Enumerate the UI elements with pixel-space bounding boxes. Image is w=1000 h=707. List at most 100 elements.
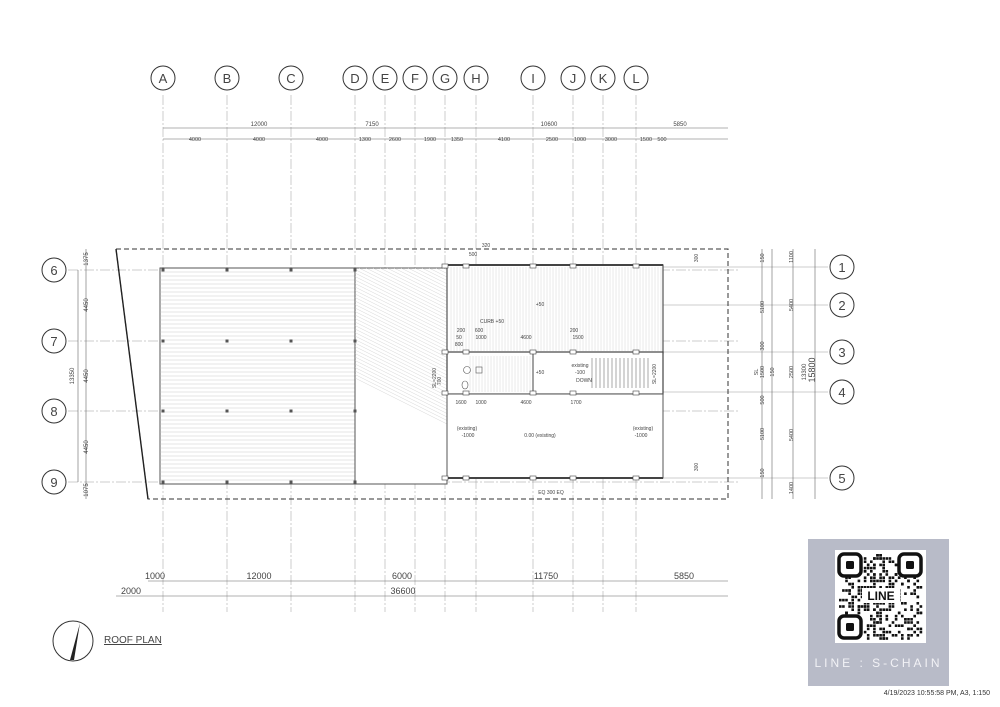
plan-note: 300 xyxy=(694,254,700,263)
dimension-text: SL xyxy=(754,369,760,376)
existing-slab xyxy=(446,393,664,479)
grid-label: J xyxy=(570,71,577,86)
hatch-line xyxy=(354,363,448,411)
qr-module xyxy=(873,563,876,567)
column-marker xyxy=(441,475,449,481)
hatch-line xyxy=(354,342,448,390)
qr-module xyxy=(857,592,861,595)
qr-module xyxy=(916,586,920,589)
qr-finder xyxy=(897,552,923,578)
qr-module xyxy=(882,557,885,560)
hatch-line xyxy=(407,267,448,288)
dimension-text: 4450 xyxy=(84,369,90,383)
basin-fixture xyxy=(475,366,483,374)
hatch-line xyxy=(354,276,448,323)
grid-bubble-8 xyxy=(41,398,67,424)
qr-code-image: LINE xyxy=(837,552,923,640)
grid-label: K xyxy=(599,71,608,86)
qr-module xyxy=(873,573,876,576)
grid-bubble-2 xyxy=(829,292,855,318)
qr-module xyxy=(882,637,885,640)
qr-module xyxy=(919,627,923,631)
column-marker xyxy=(441,263,449,269)
qr-module xyxy=(870,586,873,589)
qr-module xyxy=(897,630,901,634)
dimension-text: 13300 xyxy=(802,363,808,380)
dimension-text: 12000 xyxy=(246,571,271,581)
qr-module xyxy=(879,554,882,557)
qr-module xyxy=(901,614,904,618)
qr-module xyxy=(907,586,910,589)
hatch-line xyxy=(428,267,448,278)
dimension-text: 1300 xyxy=(359,137,371,143)
qr-module xyxy=(888,605,892,608)
qr-module xyxy=(891,582,895,586)
plan-note: 500 xyxy=(469,252,478,258)
grid-bubble-c xyxy=(278,65,304,91)
qr-module xyxy=(848,592,851,595)
qr-module xyxy=(876,614,879,618)
hatch-line xyxy=(354,269,448,316)
column-marker xyxy=(161,268,165,272)
qr-module xyxy=(879,563,882,567)
qr-module xyxy=(888,608,892,611)
plan-note: 800 xyxy=(455,342,464,348)
site-boundary-slanted-edge xyxy=(115,248,149,500)
hatch-line xyxy=(354,346,448,393)
grid-bubble-9 xyxy=(41,469,67,495)
qr-module xyxy=(888,624,892,627)
plan-note: 1000 xyxy=(475,335,486,341)
dimension-text: 4000 xyxy=(253,137,265,143)
hatch-line xyxy=(442,267,448,271)
column-marker xyxy=(529,349,537,355)
column-marker xyxy=(632,263,640,269)
dimension-text: 1375 xyxy=(84,252,90,266)
qr-code[interactable]: LINE xyxy=(835,550,926,643)
column-marker xyxy=(225,409,229,413)
qr-module xyxy=(891,576,895,579)
grid-label: 1 xyxy=(838,260,845,275)
qr-module xyxy=(885,608,889,611)
qr-module xyxy=(866,605,870,608)
qr-module xyxy=(916,579,920,583)
qr-module xyxy=(882,570,885,573)
plan-note: 1600 xyxy=(455,400,466,406)
grid-label: A xyxy=(159,71,168,86)
qr-module xyxy=(866,627,870,631)
qr-module xyxy=(873,621,876,624)
qr-module xyxy=(885,570,889,573)
column-marker xyxy=(569,349,577,355)
qr-module xyxy=(863,586,867,589)
plan-note: SL=2200 xyxy=(652,364,658,384)
qr-module xyxy=(894,634,898,637)
grid-label: E xyxy=(381,71,390,86)
column-marker xyxy=(289,339,293,343)
qr-module xyxy=(863,570,867,573)
qr-module xyxy=(897,611,901,615)
grid-bubble-i xyxy=(520,65,546,91)
qr-module xyxy=(882,566,885,570)
qr-module xyxy=(894,618,898,621)
grid-label: 7 xyxy=(50,334,57,349)
dimension-text: 500 xyxy=(657,137,666,143)
qr-module xyxy=(916,634,920,637)
plan-note: EQ 300 EQ xyxy=(538,490,564,496)
qr-module xyxy=(857,608,861,611)
hatch-line xyxy=(354,353,448,400)
qr-module xyxy=(919,630,923,634)
qr-module xyxy=(897,624,901,627)
dimension-text: 4000 xyxy=(189,137,201,143)
dimension-text: 2500 xyxy=(789,366,795,378)
qr-module xyxy=(913,589,916,592)
column-marker xyxy=(353,480,357,484)
qr-module xyxy=(851,605,854,608)
plan-note: 200 xyxy=(457,328,466,334)
qr-module xyxy=(845,579,848,583)
grid-bubble-d xyxy=(342,65,368,91)
qr-module xyxy=(876,579,879,583)
qr-module xyxy=(845,589,848,592)
grid-bubble-a xyxy=(150,65,176,91)
hatch-line xyxy=(414,267,448,285)
qr-module xyxy=(891,634,895,637)
dimension-text: 4000 xyxy=(316,137,328,143)
